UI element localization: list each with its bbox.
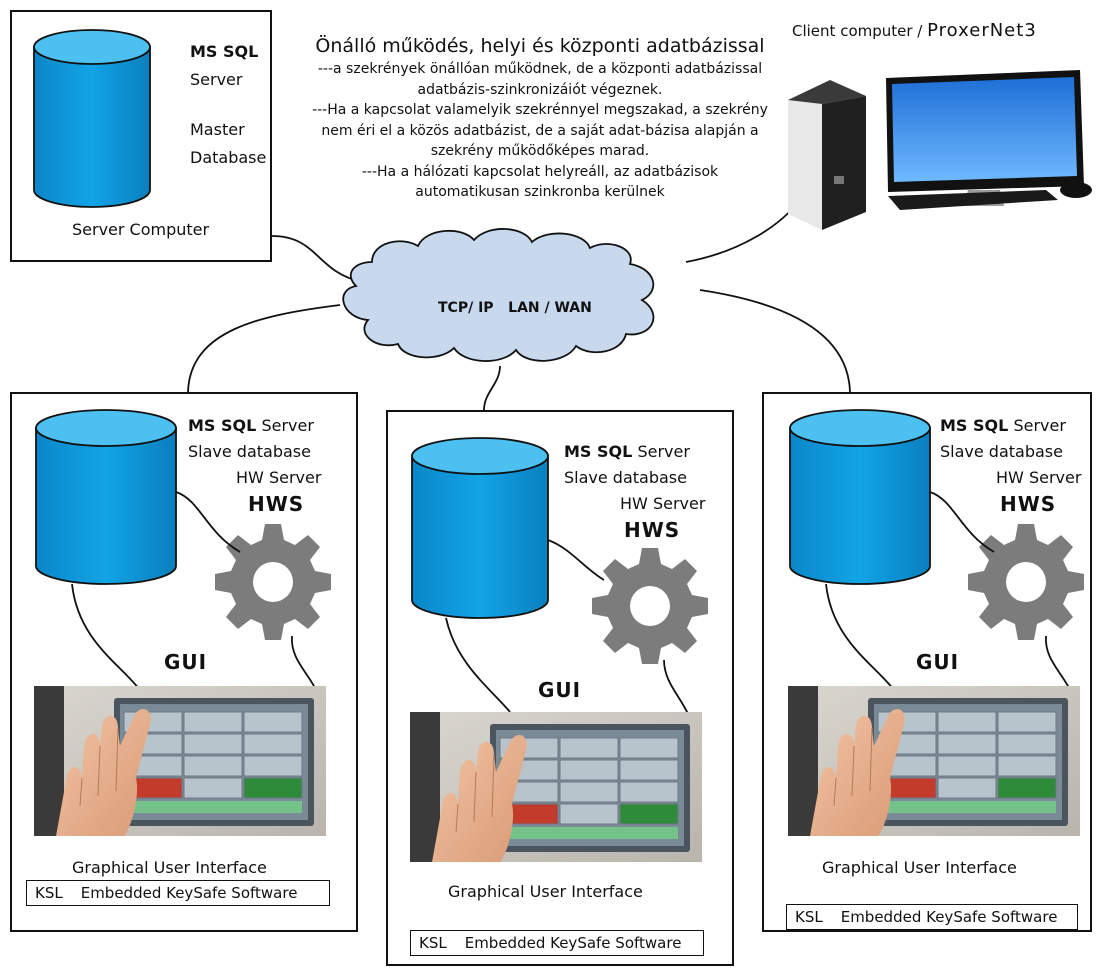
server-computer-box — [10, 10, 272, 262]
ksl-label-box: KSL Embedded KeySafe Software — [410, 930, 704, 956]
gui-label: GUI — [538, 678, 582, 702]
cabinet-hw-server-label: HW Server — [620, 494, 706, 513]
ksl-label-box: KSL Embedded KeySafe Software — [26, 880, 330, 906]
ms-sql-text: MS SQL — [188, 416, 257, 435]
server-server-label: Server — [190, 70, 243, 89]
info-line: adatbázis-szinkronizáiót végeznek. — [417, 81, 663, 98]
database-icon — [35, 409, 177, 585]
cabinet-hw-server-label: HW Server — [996, 468, 1082, 487]
gui-caption: Graphical User Interface — [448, 882, 643, 901]
info-line: ---Ha a hálózati kapcsolat helyreáll, az… — [361, 163, 719, 180]
hws-label: HWS — [624, 518, 681, 542]
cabinet-box-2 — [386, 410, 734, 966]
ms-sql-text: MS SQL — [940, 416, 1009, 435]
info-headline: Önálló működés, helyi és központi adatbá… — [315, 35, 765, 57]
hws-label: HWS — [1000, 492, 1057, 516]
ksl-text: Embedded KeySafe Software — [80, 884, 298, 902]
ksl-text: Embedded KeySafe Software — [840, 908, 1058, 926]
info-line: automatikusan szinkronba kerülnek — [415, 184, 665, 200]
info-line: ---a szekrények önállóan működnek, de a … — [317, 61, 763, 77]
cabinet-box-1 — [10, 392, 358, 932]
cabinet-box-3 — [762, 392, 1092, 932]
gui-caption: Graphical User Interface — [822, 858, 1017, 877]
database-icon — [411, 437, 549, 619]
ms-sql-text: MS SQL — [564, 442, 633, 461]
gui-label: GUI — [164, 650, 208, 674]
server-text: Server — [637, 442, 690, 461]
info-line: szekrény működőképes marad. — [430, 143, 650, 159]
ksl-text: Embedded KeySafe Software — [464, 934, 682, 952]
database-icon — [33, 29, 151, 208]
ksl-abbrev: KSL — [419, 934, 447, 952]
network-label: TCP/ IP LAN / WAN — [438, 300, 592, 316]
cabinet-sql-label: MS SQL Server — [940, 416, 1066, 436]
server-text: Server — [261, 416, 314, 435]
ksl-abbrev: KSL — [35, 884, 63, 902]
cabinet-slave-label: Slave database — [940, 442, 1063, 461]
client-computer-label: Client computer / ProxerNet3 — [792, 20, 1037, 41]
database-icon — [789, 409, 931, 585]
desktop-computer-icon — [788, 70, 1092, 230]
info-text-block: Önálló működés, helyi és központi adatbá… — [280, 34, 800, 203]
server-master-label: Master — [190, 120, 245, 139]
cabinet-hw-server-label: HW Server — [236, 468, 322, 487]
client-label-text: Client computer / — [792, 22, 923, 40]
server-ms-sql-label: MS SQL — [190, 42, 259, 61]
server-database-label: Database — [190, 148, 267, 167]
info-line: nem éri el a közös adatbázist, de a sajá… — [321, 122, 759, 139]
cabinet-slave-label: Slave database — [564, 468, 687, 487]
client-product-name: ProxerNet3 — [927, 20, 1037, 41]
gui-caption: Graphical User Interface — [72, 858, 267, 877]
gui-label: GUI — [916, 650, 960, 674]
ksl-abbrev: KSL — [795, 908, 823, 926]
hws-label: HWS — [248, 492, 305, 516]
cabinet-slave-label: Slave database — [188, 442, 311, 461]
cabinet-sql-label: MS SQL Server — [188, 416, 314, 436]
info-line: ---Ha a kapcsolat valamelyik szekrénnyel… — [312, 102, 768, 118]
cabinet-sql-label: MS SQL Server — [564, 442, 690, 462]
ksl-label-box: KSL Embedded KeySafe Software — [786, 904, 1078, 930]
cloud-icon — [342, 228, 655, 362]
server-computer-caption: Server Computer — [72, 220, 210, 239]
server-text: Server — [1013, 416, 1066, 435]
